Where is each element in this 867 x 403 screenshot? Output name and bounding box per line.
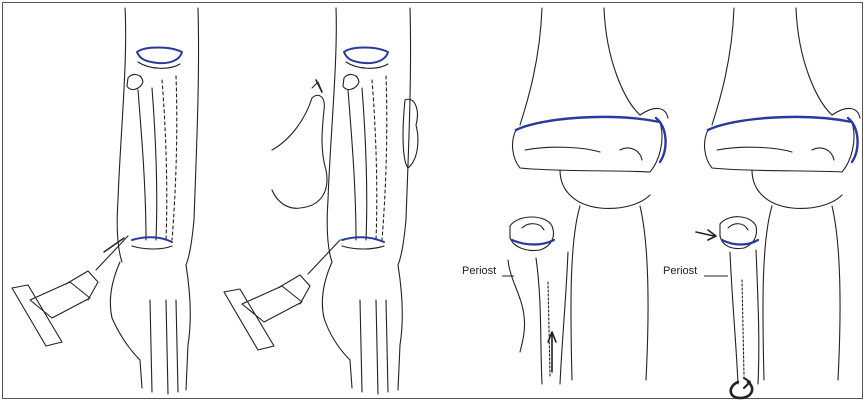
label-leader-lines: [0, 0, 867, 403]
forearm-fracture-diagram: Periost Periost: [0, 0, 867, 403]
